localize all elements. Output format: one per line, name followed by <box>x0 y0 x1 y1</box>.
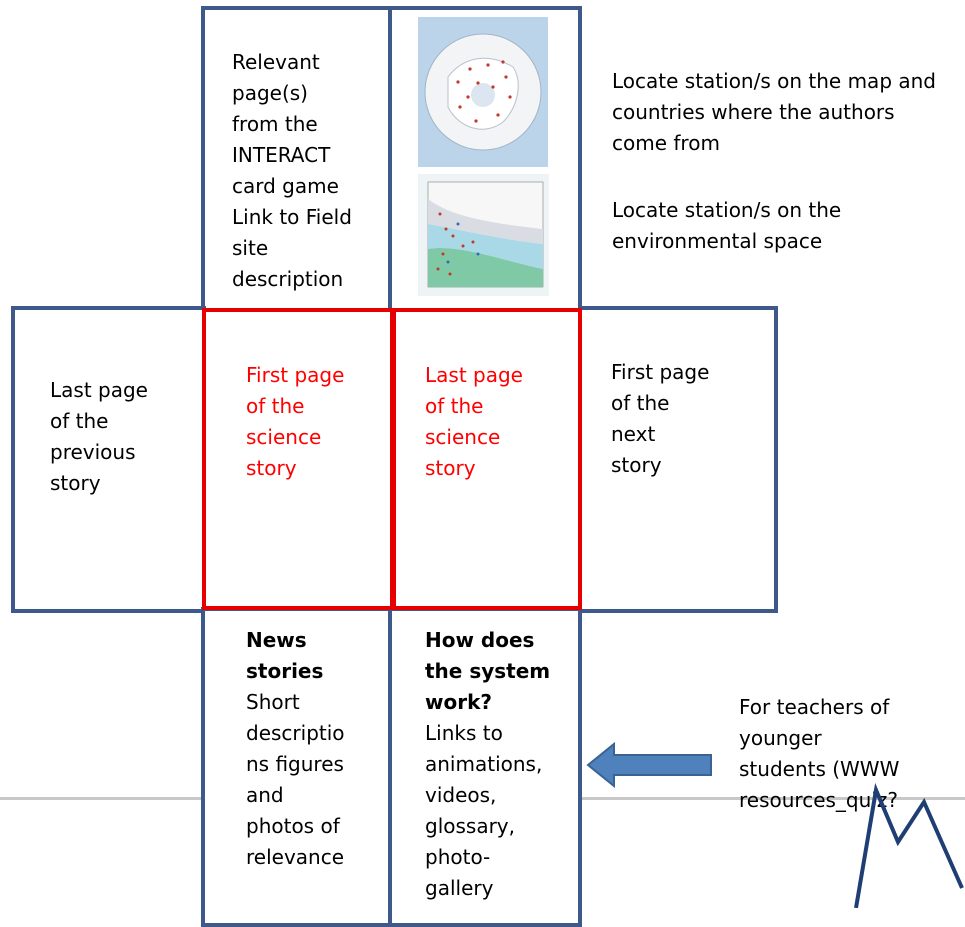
next-story-text: First page of the next story <box>611 360 710 477</box>
last-page-science-cell <box>392 308 582 610</box>
system-body: Links to animations, videos, glossary, p… <box>425 721 543 900</box>
map-note: Locate station/s on the map and countrie… <box>612 69 936 155</box>
news-stories-title: News stories <box>246 628 324 683</box>
system-block: How does the system work? Links to anima… <box>425 625 550 904</box>
next-story-cell <box>578 306 778 613</box>
previous-story-text: Last page of the previous story <box>50 378 148 495</box>
news-stories-block: News stories Short descriptio ns figures… <box>246 625 345 873</box>
mountain-logo-icon <box>854 782 964 908</box>
env-note: Locate station/s on the environmental sp… <box>612 198 842 253</box>
arrow-left-icon <box>586 741 712 789</box>
news-stories-body: Short descriptio ns figures and photos o… <box>246 690 345 869</box>
last-page-science-text: Last page of the science story <box>425 363 523 480</box>
first-page-science-cell <box>202 308 394 610</box>
polar-map-thumbnail <box>418 17 548 167</box>
system-title: How does the system work? <box>425 628 551 714</box>
top-card-text: Relevant page(s) from the INTERACT card … <box>232 50 352 291</box>
first-page-science-text: First page of the science story <box>246 363 345 480</box>
environmental-space-chart-thumbnail <box>418 174 549 296</box>
